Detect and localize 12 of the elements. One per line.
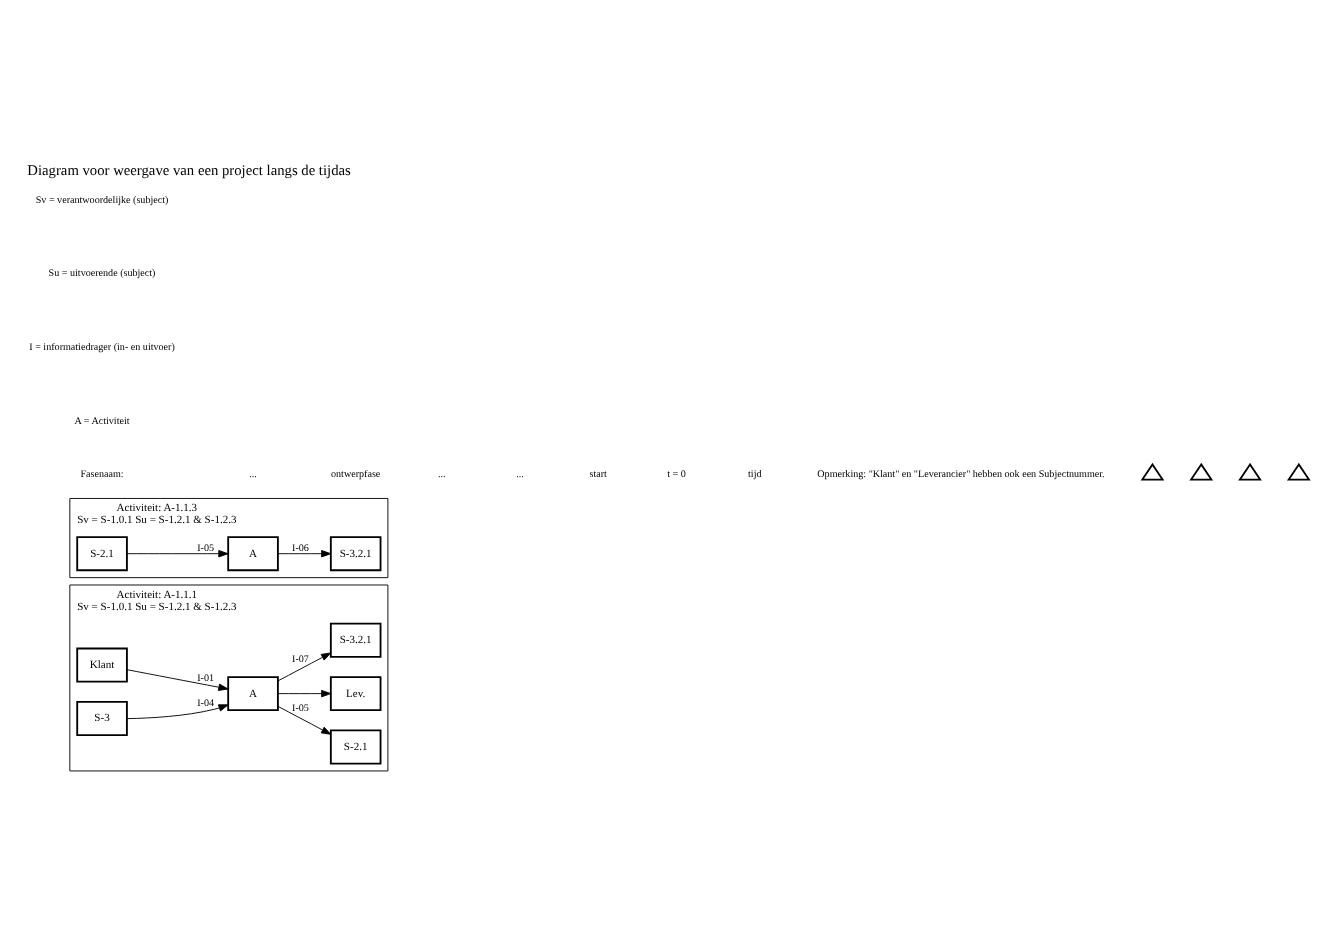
arrow: [277, 652, 332, 682]
node-triangle: [1238, 462, 1262, 481]
arrow: [126, 704, 229, 720]
diagram-title: Diagram voor weergave van een project langs de tijdas: [27, 161, 351, 180]
node-triangle: [1189, 462, 1214, 481]
arrow: [277, 689, 332, 698]
node-triangle: [1287, 462, 1311, 481]
arrow: [126, 550, 229, 558]
arrow: [126, 669, 229, 691]
arrow: [277, 705, 332, 735]
arrow: [277, 550, 332, 558]
node-triangle: [1140, 462, 1165, 481]
